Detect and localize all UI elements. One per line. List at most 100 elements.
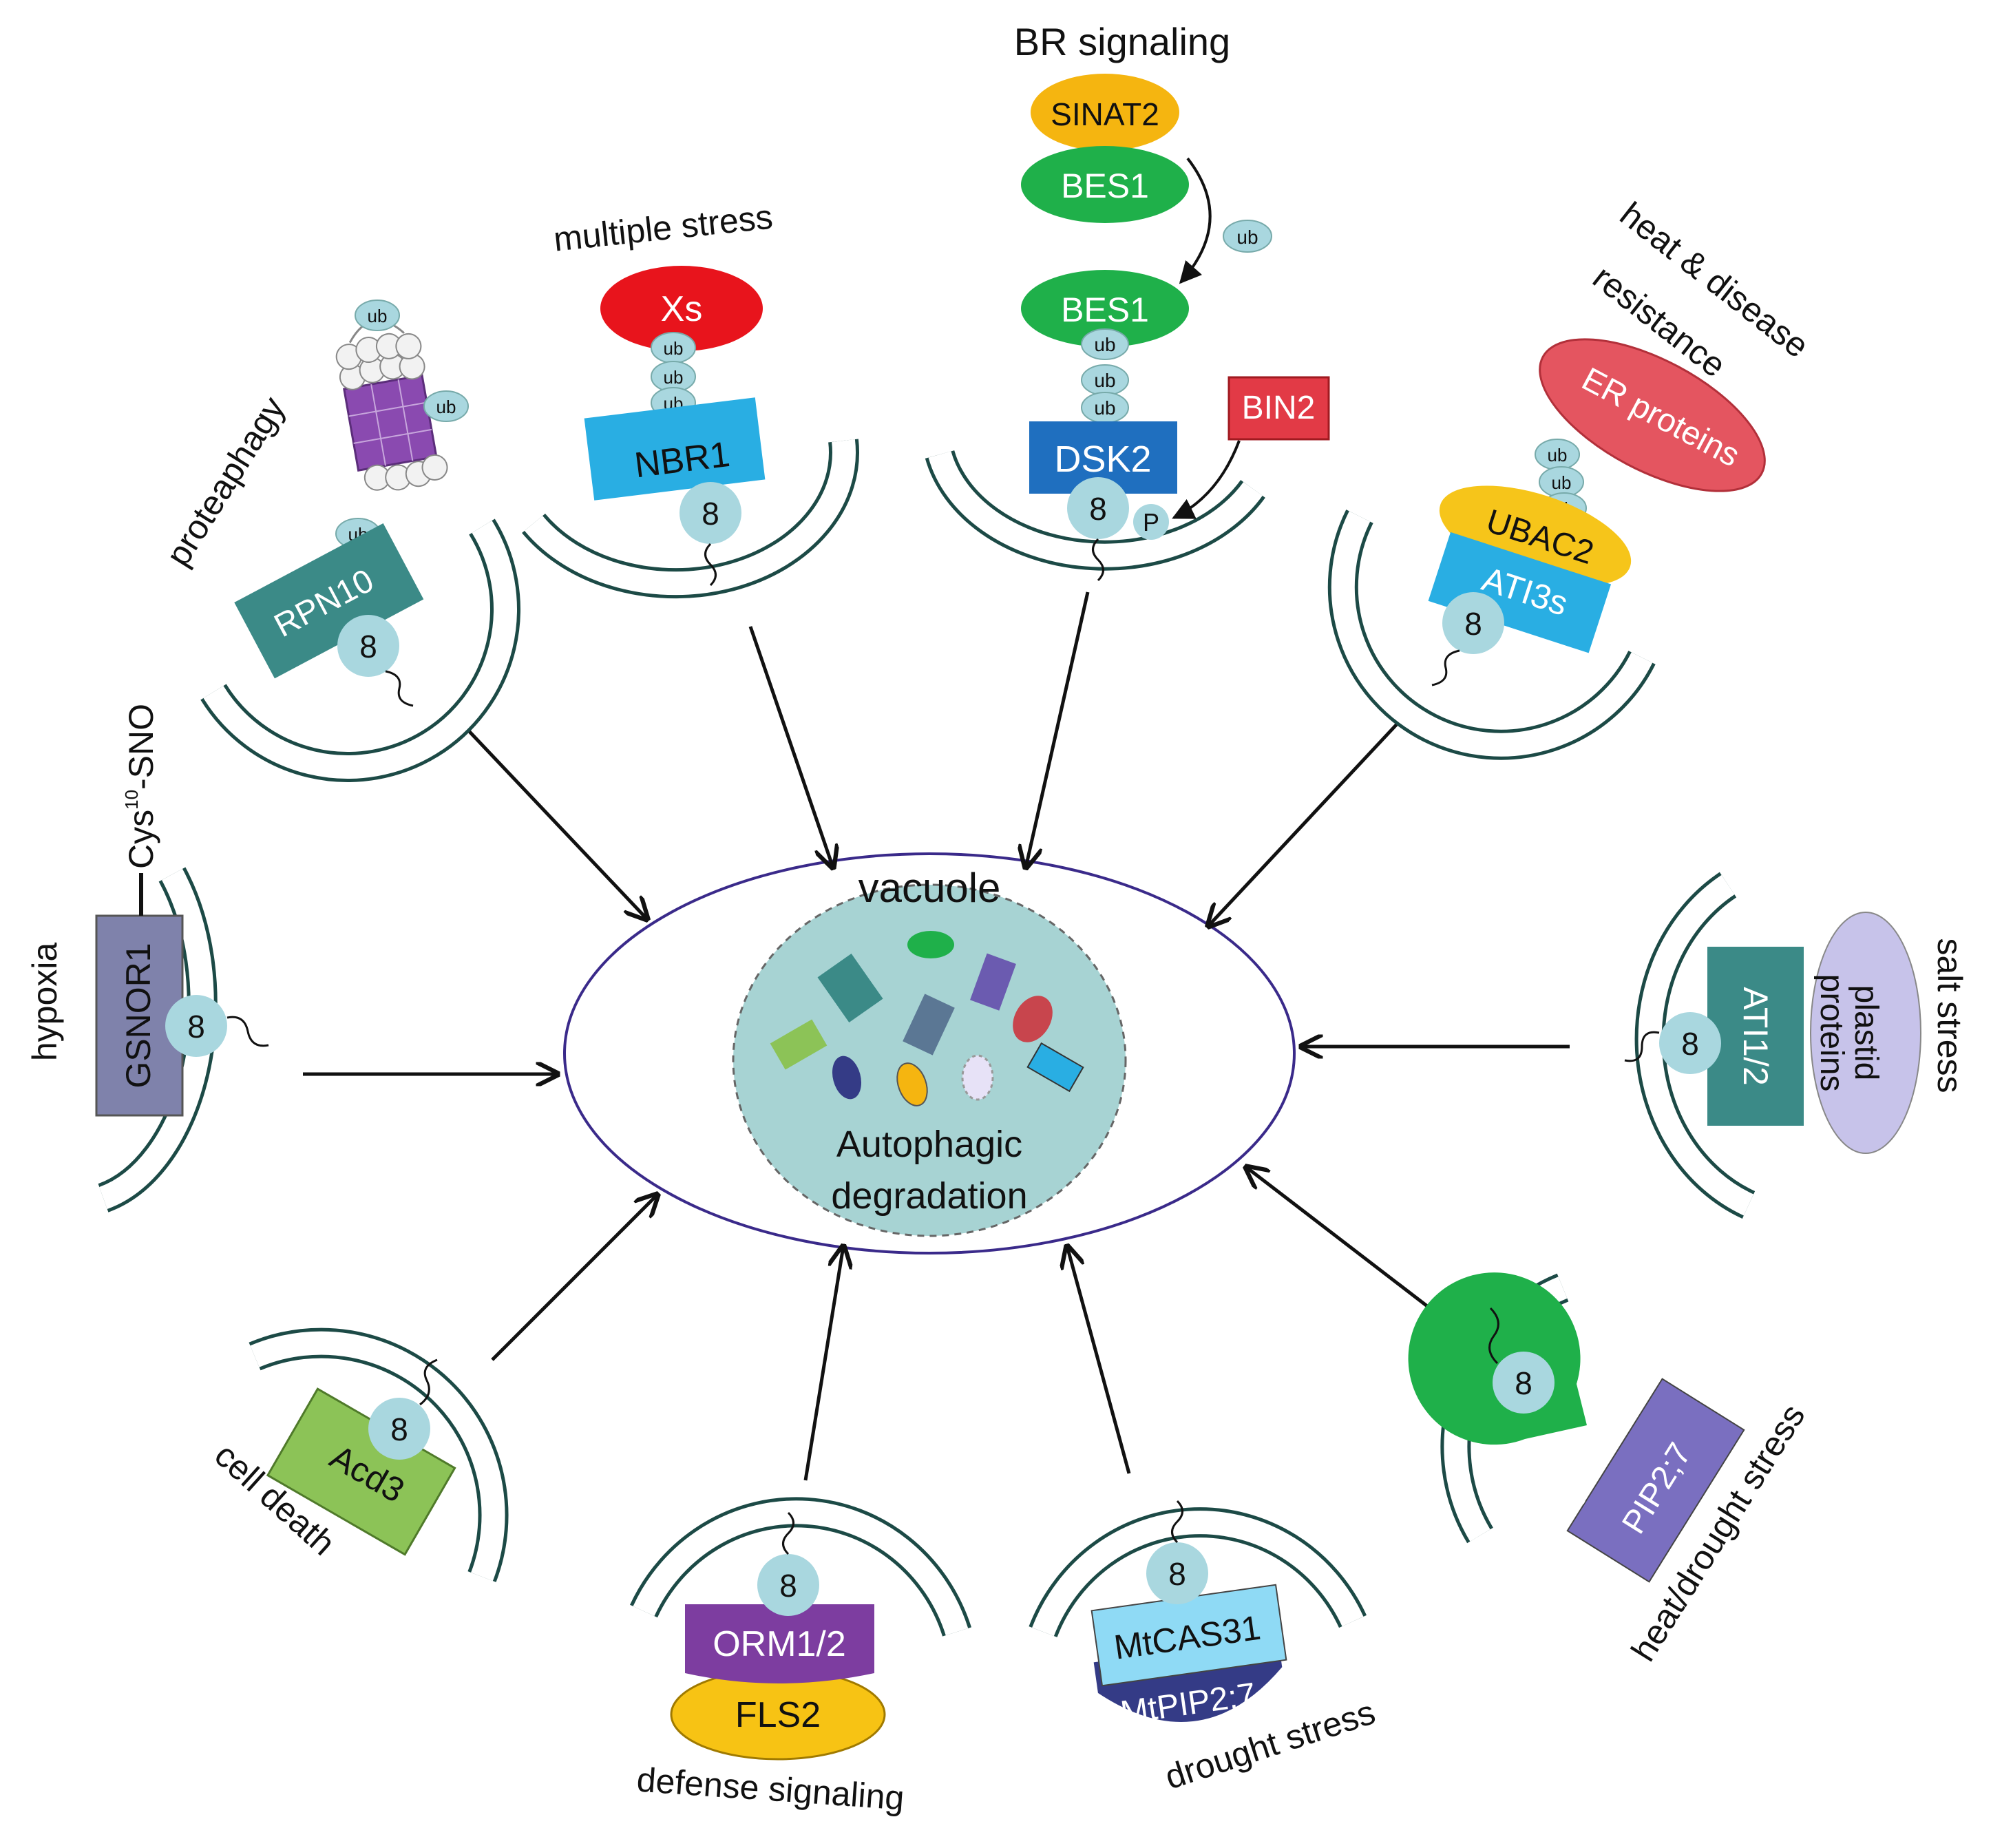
phagophore-drought (1029, 1507, 1367, 1637)
atg8-anchor (1624, 1031, 1660, 1062)
atg8-label: 8 (1089, 491, 1107, 527)
atg8-node (757, 1554, 819, 1616)
cargo-fragment (961, 1054, 994, 1101)
module-salt-stress: salt stress plastid proteins ATI1/2 8 (1624, 912, 1969, 1154)
fls2-label: FLS2 (735, 1695, 821, 1735)
orm12-node (685, 1604, 874, 1683)
phosphorylation-arrow (1172, 440, 1241, 519)
modification-suffix: -SNO (122, 704, 160, 790)
bin2-node (1227, 376, 1330, 441)
cargo-fragment (903, 994, 955, 1056)
modification-label: Cys10-SNO (121, 704, 160, 869)
atg8-node (1493, 1352, 1555, 1414)
arrow-br-signaling (1026, 591, 1090, 868)
sinat2-label: SINAT2 (1051, 96, 1159, 132)
ati12-node (1707, 947, 1804, 1126)
atg8-label: 8 (1515, 1365, 1532, 1401)
atg8-node (165, 995, 227, 1057)
ub-label: ub (368, 306, 388, 326)
atg8-anchor (419, 1358, 438, 1406)
gsnor1-label: GSNOR1 (119, 943, 158, 1088)
phospho-label: P (1143, 508, 1159, 536)
atg8-anchor (1431, 649, 1460, 686)
xs-label: Xs (661, 289, 703, 329)
hypoxia-label: hypoxia (25, 943, 64, 1062)
phagophore-hypoxia (98, 867, 218, 1212)
atg8-node (1659, 1012, 1721, 1074)
ub-label: ub (1094, 334, 1115, 355)
bes1-bound-node (1021, 270, 1189, 347)
module-br-signaling: BR signaling SINAT2 BES1 ub BES1 ub ub u… (1014, 20, 1330, 582)
atg8-node (1067, 477, 1129, 539)
proteaphagy-label: proteaphagy (158, 390, 293, 572)
atg8-label: 8 (1464, 606, 1482, 642)
cargo-fragment (817, 954, 883, 1022)
arrow-cell-death (491, 1195, 657, 1361)
ub-free-node (1223, 220, 1272, 253)
atg8-label: 8 (1168, 1556, 1186, 1592)
cargo-fragments (770, 931, 1084, 1106)
br-signaling-label: BR signaling (1014, 20, 1230, 63)
phagophore-br (925, 450, 1265, 571)
atg8-anchor (1171, 1500, 1183, 1544)
multiple-stress-label: multiple stress (551, 198, 775, 259)
ub-label: ub (436, 397, 456, 417)
proteasome-core (343, 374, 438, 472)
phagophore-cell-death (249, 1327, 509, 1582)
atg8-anchor (1092, 538, 1104, 582)
ub-label: ub (1552, 472, 1572, 493)
atg8-anchor (704, 543, 717, 587)
ubiquitination-arrow (1179, 157, 1212, 284)
atg8-node (1146, 1542, 1208, 1604)
module-hypoxia: hypoxia GSNOR1 Cys10-SNO 8 (25, 704, 269, 1117)
cargo-fragment (970, 953, 1016, 1011)
cargo-fragment (770, 1019, 828, 1070)
modification-residue: Cys (122, 810, 160, 869)
bes1-bound-label: BES1 (1061, 291, 1149, 329)
phagophore-defense (630, 1497, 971, 1637)
proteasome-cap (335, 333, 448, 491)
arrow-multiple-stress (748, 626, 833, 868)
plastid-proteins-label-line1: plastid (1848, 985, 1884, 1081)
module-proteaphagy: proteaphagy ub ub ub RPN10 8 (158, 300, 469, 707)
arrow-proteaphagy (460, 722, 647, 919)
arrows (303, 591, 1570, 1481)
ubac2-node (1439, 485, 1632, 586)
xs-node (600, 266, 763, 351)
nbr1-node (584, 397, 766, 501)
plastid-proteins-label-line2: proteins (1813, 974, 1850, 1092)
orm12-label: ORM1/2 (713, 1624, 846, 1664)
phagophore-heat-disease (1327, 510, 1656, 760)
proteasome-icon (335, 319, 448, 491)
degradation-label-line1: Autophagic (836, 1124, 1022, 1165)
ub-node (1081, 328, 1129, 360)
atg8-label: 8 (187, 1009, 205, 1044)
ub-chain: ub ub ub (1081, 328, 1129, 423)
atg8-node (368, 1398, 430, 1460)
phagophore-salt (1634, 872, 1756, 1219)
ub-label: ub (1094, 397, 1115, 419)
cargo-fragment (832, 1056, 862, 1100)
sinat2-node (1031, 74, 1179, 151)
atg8-anchor (782, 1511, 794, 1555)
pip27-node (1566, 1378, 1745, 1583)
ub-label: ub (664, 338, 684, 359)
plastid-proteins-node (1810, 912, 1921, 1154)
atg8-node (1442, 592, 1504, 654)
degradation-label-line2: degradation (831, 1175, 1027, 1217)
bin2-label: BIN2 (1242, 390, 1316, 426)
module-drought-stress: drought stress MtPIP2;7 MtCAS31 8 (1090, 1500, 1380, 1796)
atg8-label: 8 (390, 1411, 408, 1447)
module-multiple-stress: multiple stress Xs ub ub ub NBR1 8 (551, 198, 775, 587)
ub-node (355, 300, 400, 331)
ati3s-node (1428, 532, 1612, 653)
defense-signaling-label: defense signaling (635, 1761, 905, 1818)
atg8-label: 8 (359, 629, 377, 664)
vacuole: vacuole Autophagic degradation (563, 852, 1296, 1254)
phagophore-multiple-stress (522, 439, 859, 599)
ub-chain: ub ub ub (651, 332, 696, 419)
atg8-node (337, 615, 399, 677)
er-proteins-node (1539, 338, 1766, 492)
module-heat-disease: heat & disease resistance ER proteins ub… (1428, 195, 1816, 686)
